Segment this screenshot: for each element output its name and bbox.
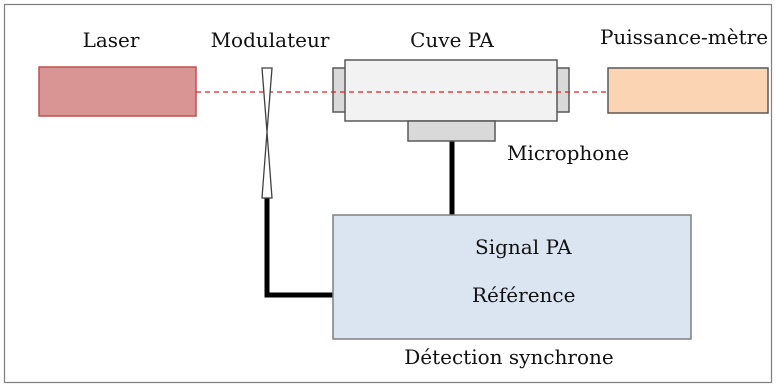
microphone-label: Microphone: [507, 141, 629, 165]
cell-body: [344, 59, 558, 122]
laser-label: Laser: [83, 28, 140, 52]
microphone-box: [407, 120, 496, 142]
signal-label: Signal PA: [475, 235, 572, 259]
power-meter-label: Puissance-mètre: [600, 25, 768, 49]
laser-box: [38, 66, 197, 117]
modulator-chopper-top: [261, 67, 273, 133]
figure-border: [3, 3, 773, 384]
lockin-box: [332, 214, 692, 340]
power-meter-box: [607, 67, 769, 114]
cell-label: Cuve PA: [410, 28, 494, 52]
lockin-label: Détection synchrone: [404, 345, 614, 369]
modulator-chopper-bottom: [261, 131, 273, 199]
modulator-label: Modulateur: [211, 28, 330, 52]
reference-label: Référence: [472, 283, 575, 307]
